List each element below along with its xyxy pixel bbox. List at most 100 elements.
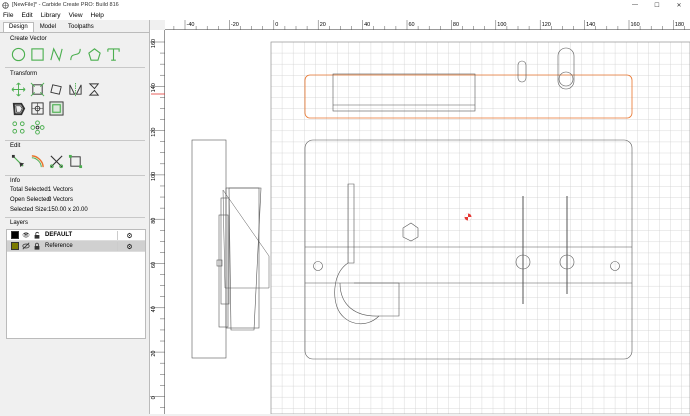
- layer-row-default[interactable]: 👁 DEFAULT ⚙: [7, 230, 145, 241]
- ruler-label: 20: [320, 22, 326, 28]
- rectangle-icon: [30, 47, 44, 61]
- maximize-button[interactable]: ☐: [654, 2, 660, 9]
- layer-row-reference[interactable]: Reference ⚙: [7, 241, 145, 252]
- gear-icon: ⚙: [126, 243, 133, 251]
- eye-icon[interactable]: 👁: [22, 232, 30, 239]
- ruler-label: 100: [151, 172, 157, 181]
- ruler-label: 160: [631, 22, 640, 28]
- window-title: [NewFile]* - Carbide Create PRO: Build 8…: [12, 2, 119, 8]
- polygon-tool[interactable]: [86, 46, 102, 62]
- text-tool[interactable]: [105, 46, 121, 62]
- menu-library[interactable]: Library: [40, 11, 61, 19]
- divider: [5, 67, 145, 68]
- ruler-label: 120: [151, 128, 157, 137]
- ruler-label: -40: [187, 22, 195, 28]
- fillet-tool[interactable]: [29, 153, 45, 169]
- divider: [5, 175, 145, 176]
- layer-color-swatch[interactable]: [11, 242, 19, 250]
- ruler-label: 0: [151, 396, 157, 399]
- tab-toolpaths[interactable]: Toolpaths: [68, 24, 94, 30]
- scale-tool[interactable]: [29, 81, 45, 97]
- grid: [270, 41, 690, 414]
- open-selected-label: Open Selected:: [10, 197, 52, 203]
- reference-geometry[interactable]: [191, 139, 270, 359]
- design-panel: Design Model Toolpaths Create Vector Tra…: [0, 20, 150, 414]
- mirror-icon: [68, 82, 82, 96]
- ruler-label: 180: [675, 22, 684, 28]
- layers-list: 👁 DEFAULT ⚙ Reference ⚙: [6, 229, 146, 339]
- offset-tool[interactable]: [10, 100, 26, 116]
- layer-name: DEFAULT: [45, 232, 73, 238]
- node-edit-tool[interactable]: [10, 153, 26, 169]
- ruler-label: 0: [275, 22, 278, 28]
- mirror-tool[interactable]: [67, 81, 83, 97]
- flip-icon: [88, 82, 99, 96]
- text-icon: [106, 47, 120, 61]
- eye-hidden-icon[interactable]: [22, 242, 30, 250]
- circle-tool[interactable]: [10, 46, 26, 62]
- menu-file[interactable]: File: [3, 11, 14, 19]
- canvas-drawing[interactable]: [165, 30, 690, 415]
- tab-design[interactable]: Design: [3, 22, 34, 32]
- layer-settings-button[interactable]: ⚙: [117, 242, 141, 251]
- circular-array-tool[interactable]: [29, 119, 45, 135]
- ruler-label: -20: [231, 22, 239, 28]
- total-selected-value: 1 Vectors: [48, 187, 74, 193]
- transform-tools-row3: [10, 119, 48, 135]
- menu-edit[interactable]: Edit: [21, 11, 33, 19]
- rectangle-tool[interactable]: [29, 46, 45, 62]
- origin-marker: [464, 213, 472, 221]
- tab-divider: [0, 32, 150, 33]
- open-selected-value: 0 Vectors: [48, 197, 74, 203]
- join-tool[interactable]: [67, 153, 83, 169]
- create-vector-tools: [10, 46, 124, 62]
- ruler-label: 40: [364, 22, 370, 28]
- gear-icon: ⚙: [126, 232, 133, 240]
- lock-open-icon[interactable]: [33, 231, 41, 239]
- edit-tools: [10, 153, 86, 169]
- boolean-tool[interactable]: [48, 100, 64, 116]
- trim-tool[interactable]: [48, 153, 64, 169]
- section-transform: Transform: [10, 71, 38, 77]
- ruler-label: 100: [497, 22, 506, 28]
- align-tool[interactable]: [29, 100, 45, 116]
- rotate-icon: [49, 83, 62, 95]
- align-icon: [30, 101, 44, 115]
- ruler-label: 60: [409, 22, 415, 28]
- tab-model[interactable]: Model: [39, 24, 57, 30]
- lock-icon[interactable]: [33, 242, 41, 250]
- section-info: Info: [10, 178, 21, 184]
- flip-tool[interactable]: [86, 81, 102, 97]
- layer-settings-button[interactable]: ⚙: [117, 231, 141, 240]
- menu-view[interactable]: View: [68, 11, 83, 19]
- selected-vector[interactable]: [304, 74, 633, 119]
- move-tool[interactable]: [10, 81, 26, 97]
- circular-array-icon: [29, 119, 45, 135]
- polyline-icon: [49, 46, 63, 62]
- array-icon: [11, 120, 25, 134]
- ruler-label: 40: [151, 306, 157, 312]
- menu-help[interactable]: Help: [90, 11, 104, 19]
- part-geometry[interactable]: [304, 47, 633, 360]
- node-edit-icon: [11, 154, 24, 167]
- scale-icon: [30, 82, 44, 96]
- ruler-label: 60: [151, 262, 157, 268]
- polyline-tool[interactable]: [48, 46, 64, 62]
- array-tool[interactable]: [10, 119, 26, 135]
- circle-icon: [11, 47, 25, 61]
- rotate-tool[interactable]: [48, 81, 64, 97]
- ruler-label: 80: [453, 22, 459, 28]
- divider: [5, 140, 145, 141]
- design-canvas[interactable]: [165, 30, 690, 415]
- panel-tabs: Design Model Toolpaths: [3, 22, 100, 32]
- curve-tool[interactable]: [67, 46, 83, 62]
- close-button[interactable]: ✕: [676, 2, 682, 9]
- scissors-icon: [49, 154, 63, 168]
- layer-color-swatch[interactable]: [11, 231, 19, 239]
- minimize-button[interactable]: —: [632, 2, 638, 8]
- title-bar: [NewFile]* - Carbide Create PRO: Build 8…: [0, 0, 690, 10]
